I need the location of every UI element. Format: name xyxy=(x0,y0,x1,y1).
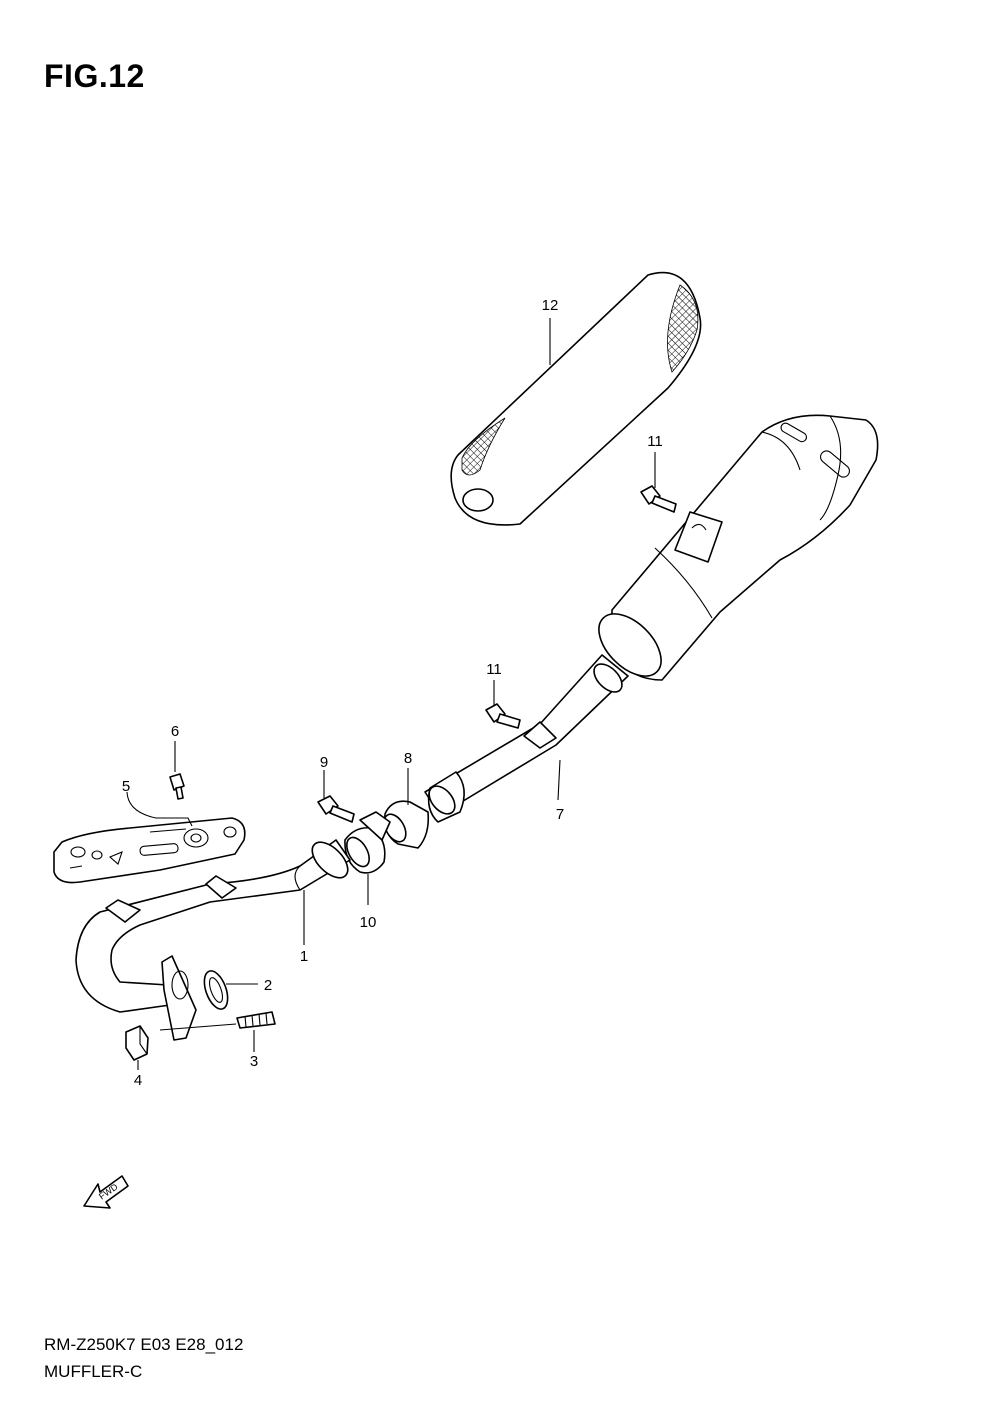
callout-7: 7 xyxy=(556,806,564,823)
callout-3: 3 xyxy=(250,1053,258,1070)
silencer-part[interactable] xyxy=(424,414,879,823)
callout-12: 12 xyxy=(542,297,559,314)
callout-5: 5 xyxy=(122,778,130,795)
clamp-part[interactable] xyxy=(342,811,391,874)
flange-gasket-part[interactable] xyxy=(200,968,232,1012)
callout-11-lower: 11 xyxy=(486,661,502,678)
muffler-cover-part[interactable] xyxy=(450,271,702,526)
bolt-part[interactable] xyxy=(317,795,355,823)
figure-code: RM-Z250K7 E03 E28_012 xyxy=(44,1335,244,1354)
callout-2: 2 xyxy=(264,977,272,994)
heat-protector-part[interactable] xyxy=(53,817,246,884)
fwd-arrow-icon: FWD xyxy=(83,1175,129,1209)
callout-8: 8 xyxy=(404,750,412,767)
exhaust-pipe-part[interactable] xyxy=(75,836,354,1041)
callout-11-upper: 11 xyxy=(647,433,663,450)
leader-lines xyxy=(126,318,656,1070)
bolt-part[interactable] xyxy=(640,485,677,513)
figure-title: FIG.12 xyxy=(44,58,145,94)
figure-name: MUFFLER-C xyxy=(44,1362,143,1381)
callout-1: 1 xyxy=(300,948,308,965)
screw-part[interactable] xyxy=(169,773,185,800)
callout-4: 4 xyxy=(134,1072,142,1089)
callout-9: 9 xyxy=(320,754,328,771)
callout-10: 10 xyxy=(360,914,377,931)
stud-bolt-part[interactable] xyxy=(159,1011,276,1031)
bolt-part[interactable] xyxy=(485,703,521,729)
nut-part[interactable] xyxy=(125,1025,149,1061)
callout-6: 6 xyxy=(171,723,179,740)
